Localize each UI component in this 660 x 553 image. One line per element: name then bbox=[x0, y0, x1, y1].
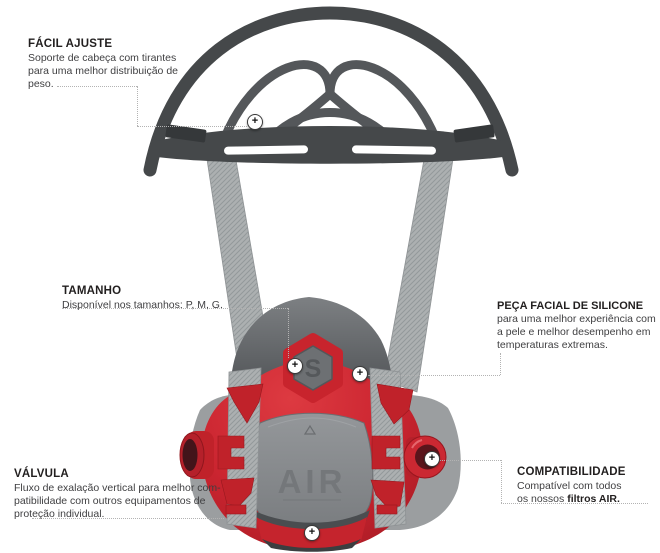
leader-peca-facial-v bbox=[500, 353, 501, 375]
callout-title: FÁCIL AJUSTE bbox=[28, 38, 113, 50]
brand-badge: S bbox=[293, 345, 333, 391]
leader-facil-ajuste-h1 bbox=[57, 86, 137, 87]
leader-peca-facial-h bbox=[368, 375, 500, 376]
callout-title: COMPATIBILIDADE bbox=[517, 466, 626, 478]
leader-compatibilidade-h1 bbox=[440, 460, 501, 461]
callout-compatibilidade: COMPATIBILIDADE Compatível com todos os … bbox=[517, 466, 635, 506]
leader-facil-ajuste-v bbox=[137, 86, 138, 126]
leader-facil-ajuste-h2 bbox=[137, 126, 247, 127]
leader-compatibilidade-v bbox=[501, 460, 502, 503]
callout-body-bold: filtros AIR. bbox=[567, 493, 620, 505]
callout-body: PEÇA FACIAL DE SILICONE para uma melhor … bbox=[497, 300, 656, 351]
left-cartridge-port bbox=[179, 431, 214, 479]
vent-triangle-icon bbox=[303, 424, 317, 435]
callout-title: PEÇA FACIAL DE SILICONE bbox=[497, 300, 644, 312]
hotspot-compatibilidade[interactable]: + bbox=[424, 451, 440, 467]
leader-tamanho-v bbox=[288, 308, 289, 358]
leader-compatibilidade-h2 bbox=[501, 503, 648, 504]
hotspot-facil-ajuste[interactable]: + bbox=[247, 114, 263, 130]
strap-clips bbox=[217, 383, 414, 515]
leader-tamanho-h bbox=[62, 308, 288, 309]
callout-body: Fluxo de exalação vertical para melhor c… bbox=[14, 482, 221, 520]
callout-title: VÁLVULA bbox=[14, 468, 69, 480]
callout-peca-facial: PEÇA FACIAL DE SILICONE para uma melhor … bbox=[497, 300, 657, 352]
air-cover: AIR bbox=[250, 412, 374, 524]
hotspot-peca-facial[interactable]: + bbox=[352, 366, 368, 382]
cradle-bottom-bar bbox=[157, 126, 503, 164]
callout-facil-ajuste: FÁCIL AJUSTE Soporte de cabeça com tiran… bbox=[28, 38, 193, 91]
leader-valvula-h bbox=[32, 518, 224, 519]
callout-valvula: VÁLVULA Fluxo de exalação vertical para … bbox=[14, 468, 230, 521]
callout-body: Soporte de cabeça com tirantes para uma … bbox=[28, 52, 178, 90]
callout-tamanho: TAMANHO Disponível nos tamanhos: P, M, G… bbox=[62, 285, 282, 312]
callout-title: TAMANHO bbox=[62, 285, 122, 297]
callout-body: Disponível nos tamanhos: P, M, G. bbox=[62, 299, 223, 311]
brand-badge-letter: S bbox=[305, 355, 322, 383]
hotspot-tamanho[interactable]: + bbox=[287, 358, 303, 374]
head-cradle bbox=[143, 6, 519, 177]
air-embossed-label: AIR bbox=[278, 463, 347, 500]
hotspot-valvula[interactable]: + bbox=[304, 525, 320, 541]
callout-body: Compatível com todos os nossos filtros A… bbox=[517, 480, 622, 505]
